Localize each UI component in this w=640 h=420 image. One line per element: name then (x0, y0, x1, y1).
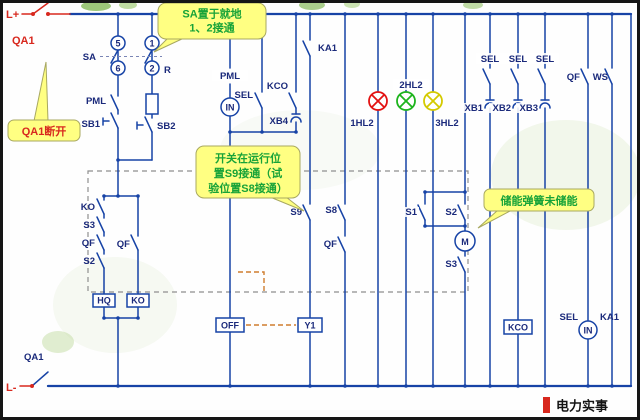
sa-label: SA (83, 52, 96, 63)
hq-coil-box (92, 293, 116, 308)
component-symbols (92, 35, 598, 340)
pml-mid-label: PML (220, 71, 240, 82)
xb3-label: XB3 (520, 103, 538, 114)
resistor-symbol (145, 93, 159, 115)
sel-2-label: SEL (509, 54, 528, 65)
y1-coil-box (297, 317, 323, 333)
sel-bottom-label: SEL (560, 312, 579, 323)
y1-box-label: Y1 (304, 321, 315, 331)
sa-contact-6-circle (110, 60, 126, 76)
callout-sa-line1: SA置于就地 (182, 7, 241, 21)
indicator-in-mid-circle (220, 97, 240, 117)
hl2-3-label: 3HL2 (435, 118, 458, 129)
s8-label: S8 (325, 205, 337, 216)
ka1-bottom-label: KA1 (600, 312, 620, 323)
qa1-bottom-label: QA1 (24, 352, 44, 363)
kco-mid-label: KCO (267, 81, 288, 92)
sb1-label: SB1 (82, 119, 101, 130)
qf-mid-label: QF (324, 239, 337, 250)
off-coil-box (215, 317, 245, 333)
callout-spring: 储能弹簧未储能 (477, 188, 595, 229)
label-backgrounds (212, 53, 559, 217)
sel-3-label: SEL (536, 54, 555, 65)
qf-top-label: QF (567, 72, 580, 83)
sb2-label: SB2 (157, 121, 175, 132)
motor-label: M (461, 237, 469, 247)
component-labels: L+ L- QA1 QA1 SA 5 1 6 2 R PML SB1 SB2 P… (6, 9, 620, 394)
s1-label: S1 (405, 207, 417, 218)
watermark: 电力实事 (543, 397, 608, 414)
junction-dots (30, 12, 614, 388)
s2-right-label: S2 (445, 207, 457, 218)
callout-run-line1: 开关在运行位 (215, 151, 281, 165)
in-bottom-label: IN (584, 326, 593, 336)
sa-contact-5-circle (110, 35, 126, 51)
callout-sa: SA置于就地 1、2接通 (153, 2, 267, 53)
lamp-yellow-3hl2 (423, 91, 443, 111)
callout-qa1-text: QA1断开 (22, 124, 67, 138)
hl2-1-label: 1HL2 (350, 118, 373, 129)
sel-mid-label: SEL (235, 90, 254, 101)
in-mid-label: IN (226, 103, 235, 113)
callout-run-position: 开关在运行位 置S9接通（试 验位置S8接通） (195, 145, 305, 212)
s2-left-label: S2 (83, 256, 95, 267)
indicator-lamps (368, 91, 443, 111)
resistor-label: R (164, 65, 171, 76)
xb2-label: XB2 (493, 103, 511, 114)
pml-left-label: PML (86, 96, 106, 107)
s3-right-label: S3 (445, 259, 457, 270)
s9-label: S9 (290, 207, 302, 218)
lamp-green-2hl2 (396, 91, 416, 111)
ko-box-label: KO (131, 296, 145, 306)
xb1-label: XB1 (465, 103, 484, 114)
motor-circle (454, 230, 476, 252)
watermark-text: 电力实事 (556, 399, 608, 414)
callout-spring-text: 储能弹簧未储能 (501, 194, 578, 208)
watermark-bar (543, 397, 550, 413)
ko-contact-label: KO (81, 202, 95, 213)
hq-box-label: HQ (97, 296, 111, 306)
sa-terminal-6: 6 (115, 64, 120, 74)
qf-mid-left-label: QF (117, 239, 130, 250)
qf-left-label: QF (82, 238, 95, 249)
indicator-in-bottom-circle (578, 320, 598, 340)
hl2-2-label: 2HL2 (399, 80, 422, 91)
sel-1-label: SEL (481, 54, 500, 65)
callout-sa-line2: 1、2接通 (189, 21, 234, 35)
ka1-top-label: KA1 (318, 43, 338, 54)
sa-contact-1-circle (144, 35, 160, 51)
l-minus-label: L- (6, 382, 17, 394)
lamp-red-1hl2 (368, 91, 388, 111)
ws-label: WS (593, 72, 608, 83)
sa-terminal-2: 2 (149, 64, 154, 74)
sa-terminal-1: 1 (149, 39, 154, 49)
sa-terminal-5: 5 (115, 39, 120, 49)
interlock-dashed-wires (238, 271, 296, 326)
qa1-top-label: QA1 (12, 35, 35, 47)
off-box-label: OFF (221, 321, 239, 331)
l-plus-label: L+ (6, 9, 19, 21)
xb4-label: XB4 (270, 116, 289, 127)
callout-run-line2: 置S9接通（试 (214, 166, 282, 180)
kco-box-label: KCO (508, 323, 528, 333)
callout-qa1-open: QA1断开 (7, 61, 81, 142)
s3-left-label: S3 (83, 220, 95, 231)
kco-coil-box (503, 319, 533, 335)
callout-run-line3: 验位置S8接通） (208, 181, 287, 195)
ko-coil-box (126, 293, 150, 308)
sa-contact-2-circle (144, 60, 160, 76)
